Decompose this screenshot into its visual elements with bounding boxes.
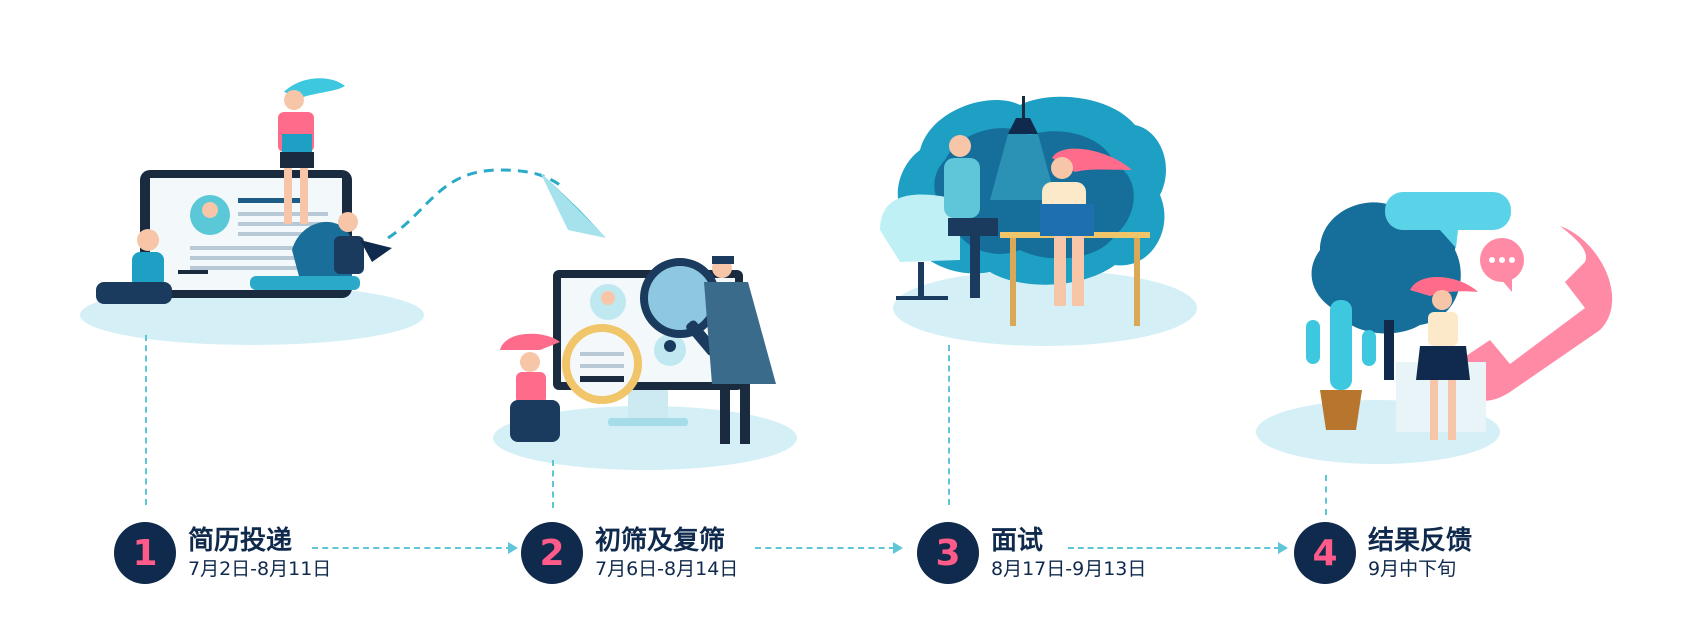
timeline-segment-1 xyxy=(312,547,512,549)
step-2: 2 初筛及复筛 7月6日-8月14日 xyxy=(521,522,738,584)
connector-vertical-2 xyxy=(552,460,554,508)
step-2-number: 2 xyxy=(521,522,583,584)
step-1-title: 简历投递 xyxy=(188,526,293,556)
step-3-text: 面试 8月17日-9月13日 xyxy=(991,525,1146,581)
step-1-text: 简历投递 7月2日-8月11日 xyxy=(188,525,331,581)
step-2-text: 初筛及复筛 7月6日-8月14日 xyxy=(595,525,738,581)
step-1-date: 7月2日-8月11日 xyxy=(188,558,332,580)
connector-vertical-3 xyxy=(948,345,950,505)
step-3-date: 8月17日-9月13日 xyxy=(991,558,1147,580)
step-4-title: 结果反馈 xyxy=(1368,526,1473,556)
step-1: 1 简历投递 7月2日-8月11日 xyxy=(114,522,331,584)
step-1-number: 1 xyxy=(114,522,176,584)
timeline-arrow-1 xyxy=(508,542,518,554)
step-4-text: 结果反馈 9月中下旬 xyxy=(1368,525,1472,581)
connector-vertical-4 xyxy=(1325,475,1327,515)
step-2-title: 初筛及复筛 xyxy=(595,526,726,556)
step-2-date: 7月6日-8月14日 xyxy=(595,558,739,580)
step-4-date: 9月中下旬 xyxy=(1368,558,1457,580)
step-3: 3 面试 8月17日-9月13日 xyxy=(917,522,1146,584)
step-3-title: 面试 xyxy=(991,526,1044,556)
step-4: 4 结果反馈 9月中下旬 xyxy=(1294,522,1472,584)
connector-vertical-1 xyxy=(145,335,147,505)
step-4-number: 4 xyxy=(1294,522,1356,584)
timeline-segment-2 xyxy=(755,547,895,549)
timeline-arrow-2 xyxy=(893,542,903,554)
step-3-number: 3 xyxy=(917,522,979,584)
timeline-arrow-3 xyxy=(1278,542,1288,554)
timeline-segment-3 xyxy=(1068,547,1280,549)
